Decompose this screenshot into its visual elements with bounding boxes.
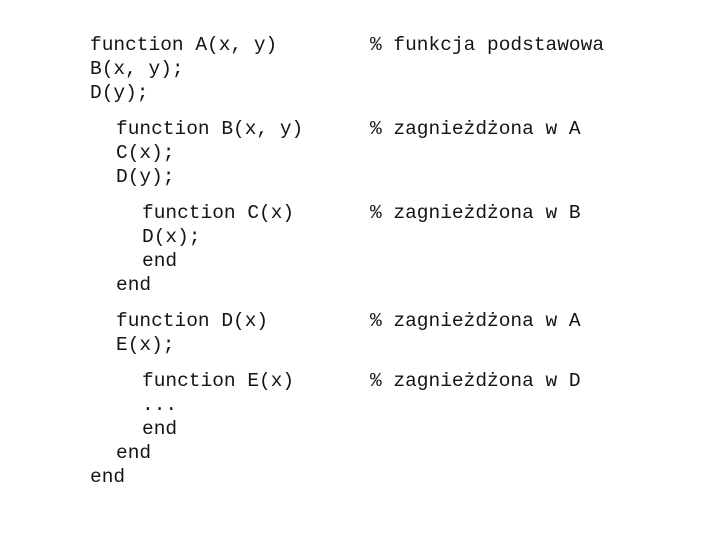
code-line: end (90, 273, 303, 297)
comment-text: % funkcja podstawowa (370, 34, 605, 56)
code-text: D(y); (116, 166, 175, 188)
code-text: ... (142, 394, 178, 416)
code-text: function E(x) (142, 370, 295, 392)
code-text: end (116, 274, 152, 296)
code-line: D(y); (90, 81, 303, 105)
code-text: function C(x) (142, 202, 295, 224)
code-line: end (90, 441, 303, 465)
code-line: C(x); (90, 141, 303, 165)
comment-text: % zagnieżdżona w A (370, 310, 581, 332)
code-text: end (142, 418, 178, 440)
code-line: function E(x) % zagnieżdżona w D (90, 369, 581, 393)
code-line: end (90, 417, 303, 441)
code-line: E(x); (90, 333, 303, 357)
comment-text: % zagnieżdżona w D (370, 370, 581, 392)
code-line: function B(x, y) % zagnieżdżona w A (90, 117, 581, 141)
code-line: D(x); (90, 225, 303, 249)
code-line: function C(x) % zagnieżdżona w B (90, 201, 581, 225)
code-text: C(x); (116, 142, 175, 164)
code-line: ... (90, 393, 303, 417)
code-text: end (116, 442, 152, 464)
code-line: B(x, y); (90, 57, 303, 81)
comment-text: % zagnieżdżona w B (370, 202, 581, 224)
code-text: D(y); (90, 82, 149, 104)
code-text: function A(x, y) (90, 34, 278, 56)
code-text: D(x); (142, 226, 201, 248)
code-text: end (142, 250, 178, 272)
code-text: end (90, 466, 126, 488)
code-line: end (90, 465, 303, 489)
code-line: function A(x, y) % funkcja podstawowa (90, 33, 604, 57)
code-text: E(x); (116, 334, 175, 356)
code-text: B(x, y); (90, 58, 184, 80)
code-line: D(y); (90, 165, 303, 189)
code-line: end (90, 249, 303, 273)
code-text: function D(x) (116, 310, 269, 332)
comment-text: % zagnieżdżona w A (370, 118, 581, 140)
code-line: function D(x) % zagnieżdżona w A (90, 309, 581, 333)
code-text: function B(x, y) (116, 118, 304, 140)
